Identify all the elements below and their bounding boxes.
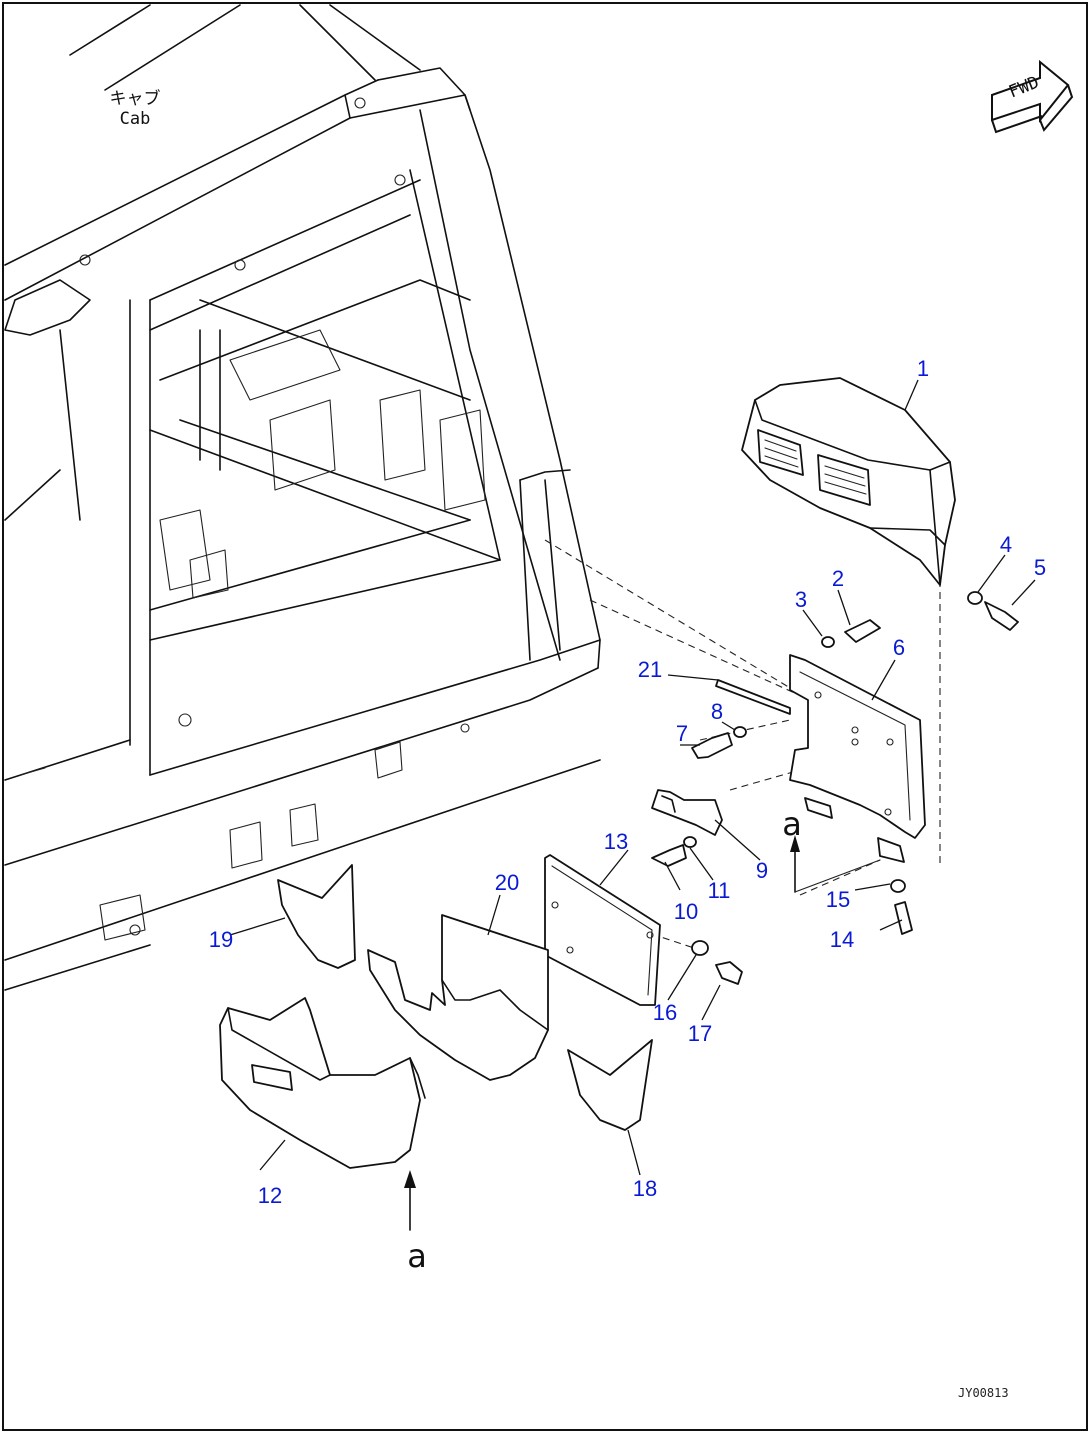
view-arrow-lower (404, 1170, 416, 1231)
callout-15: 15 (825, 887, 851, 912)
part-12-bottom-cover (219, 997, 426, 1169)
part-9-clamp (651, 789, 723, 836)
view-marker-lower: a (407, 1237, 427, 1275)
fwd-arrow-icon (991, 59, 1074, 134)
callout-8: 8 (710, 699, 724, 724)
part-19-left-cover (277, 864, 356, 969)
part-7-bolt (691, 732, 733, 759)
view-arrow-upper (790, 835, 881, 893)
assembly-guide-lines (544, 539, 941, 951)
callout-17: 17 (687, 1021, 713, 1046)
part-21-strip (715, 679, 791, 715)
cab-label: キャブ Cab (105, 89, 165, 129)
cab-structure (4, 4, 601, 991)
callout-4: 4 (999, 532, 1013, 557)
cab-label-jp: キャブ (109, 89, 161, 109)
callout-3: 3 (794, 587, 808, 612)
callout-10: 10 (673, 899, 699, 924)
part-4-washer (967, 591, 983, 605)
callout-11: 11 (707, 878, 731, 903)
callout-2: 2 (831, 566, 845, 591)
callout-16: 16 (652, 1000, 678, 1025)
part-6-bracket (789, 654, 926, 863)
drawing-number: JY00813 (958, 1386, 1009, 1400)
part-20-shroud (367, 914, 549, 1081)
part-13-plate (544, 854, 661, 1006)
part-10-bolt (651, 844, 687, 867)
callout-21: 21 (637, 657, 663, 682)
part-15-nut (890, 879, 906, 893)
callout-1: 1 (916, 356, 930, 381)
part-18-right-cover (567, 1039, 653, 1131)
part-5-bolt (984, 601, 1019, 631)
part-8-washer (733, 726, 747, 738)
part-2-bolt (844, 619, 881, 643)
cab-label-en: Cab (119, 108, 151, 129)
callout-19: 19 (208, 927, 234, 952)
leader-lines (229, 379, 1036, 1176)
callout-6: 6 (892, 635, 906, 660)
part-11-washer (683, 836, 697, 848)
callout-9: 9 (755, 858, 769, 883)
part-3-washer (821, 636, 835, 648)
callout-18: 18 (632, 1176, 658, 1201)
part-16-nut (691, 940, 709, 956)
callout-7: 7 (675, 721, 689, 746)
hardware (651, 591, 1019, 985)
callout-12: 12 (257, 1183, 283, 1208)
callout-13: 13 (603, 829, 629, 854)
callout-14: 14 (829, 927, 855, 952)
callout-5: 5 (1033, 555, 1047, 580)
callout-20: 20 (494, 870, 520, 895)
view-marker-upper: a (782, 805, 802, 843)
part-14-bolt (894, 901, 913, 935)
part-17-bolt (715, 961, 743, 985)
part-1-console-cover (741, 377, 956, 586)
